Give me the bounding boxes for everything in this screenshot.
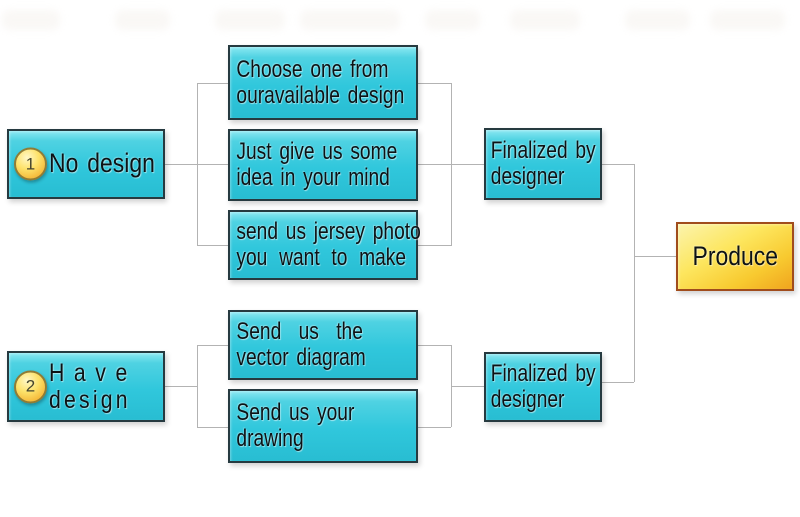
top-edge-artifact <box>510 10 580 30</box>
top-edge-artifact <box>710 10 785 30</box>
node-choose-design: Choose one from ouravailable design <box>228 45 418 120</box>
connector <box>451 386 484 387</box>
node-vector-diagram-line2: vector diagram <box>236 344 366 371</box>
top-edge-artifact <box>425 10 480 30</box>
connector <box>197 245 228 246</box>
node-finalized-bottom: Finalized by designer <box>484 352 602 422</box>
top-edge-artifact <box>215 10 285 30</box>
connector <box>634 256 676 257</box>
step-2-badge: 2 <box>14 370 47 403</box>
node-have-design-line1: Have <box>49 358 137 387</box>
connector <box>418 245 451 246</box>
node-produce-label: Produce <box>692 240 778 271</box>
connector <box>418 427 451 428</box>
node-vector-diagram: Send us the vector diagram <box>228 310 418 380</box>
connector <box>418 164 484 165</box>
connector <box>197 427 228 428</box>
connector <box>602 382 634 383</box>
connector <box>418 345 451 346</box>
node-vector-diagram-line1: Send us the <box>236 318 363 346</box>
node-have-design-line2: design <box>49 385 131 414</box>
connector <box>165 386 197 387</box>
node-jersey-photo: send us jersey photo you want to make <box>228 210 421 280</box>
node-choose-design-line1: Choose one from <box>236 55 389 83</box>
node-finalized-bottom-line2: designer <box>490 386 565 413</box>
node-jersey-photo-line1: send us jersey photo <box>236 218 421 246</box>
node-have-design: 2 Have design <box>7 351 165 422</box>
connector-trunk-produce <box>634 164 635 382</box>
connector <box>197 345 228 346</box>
node-jersey-photo-line2: you want to make <box>236 244 407 271</box>
top-edge-artifact <box>2 10 60 30</box>
node-finalized-top-line2: designer <box>490 163 565 190</box>
connector <box>197 83 228 84</box>
node-your-drawing: Send us your drawing <box>228 389 418 463</box>
top-edge-artifact <box>115 10 170 30</box>
connector-trunk-bottom-left <box>197 345 198 427</box>
node-no-design-label: No design <box>49 148 155 179</box>
node-finalized-top-line1: Finalized by <box>490 137 596 165</box>
connector <box>165 164 228 165</box>
connector <box>602 164 634 165</box>
node-finalized-top: Finalized by designer <box>484 128 602 200</box>
node-produce: Produce <box>676 222 794 291</box>
node-your-drawing-line1: Send us your <box>236 399 355 427</box>
node-give-idea: Just give us some idea in your mind <box>228 129 418 201</box>
node-choose-design-line2: ouravailable design <box>236 81 405 109</box>
top-edge-artifact <box>300 10 400 30</box>
node-your-drawing-line2: drawing <box>236 425 304 452</box>
top-edge-artifact <box>625 10 690 30</box>
node-give-idea-line2: idea in your mind <box>236 164 390 191</box>
step-1-badge: 1 <box>14 147 47 181</box>
connector <box>418 83 451 84</box>
node-no-design: 1 No design <box>7 129 165 199</box>
node-give-idea-line1: Just give us some <box>236 138 398 166</box>
node-finalized-bottom-line1: Finalized by <box>490 360 596 388</box>
